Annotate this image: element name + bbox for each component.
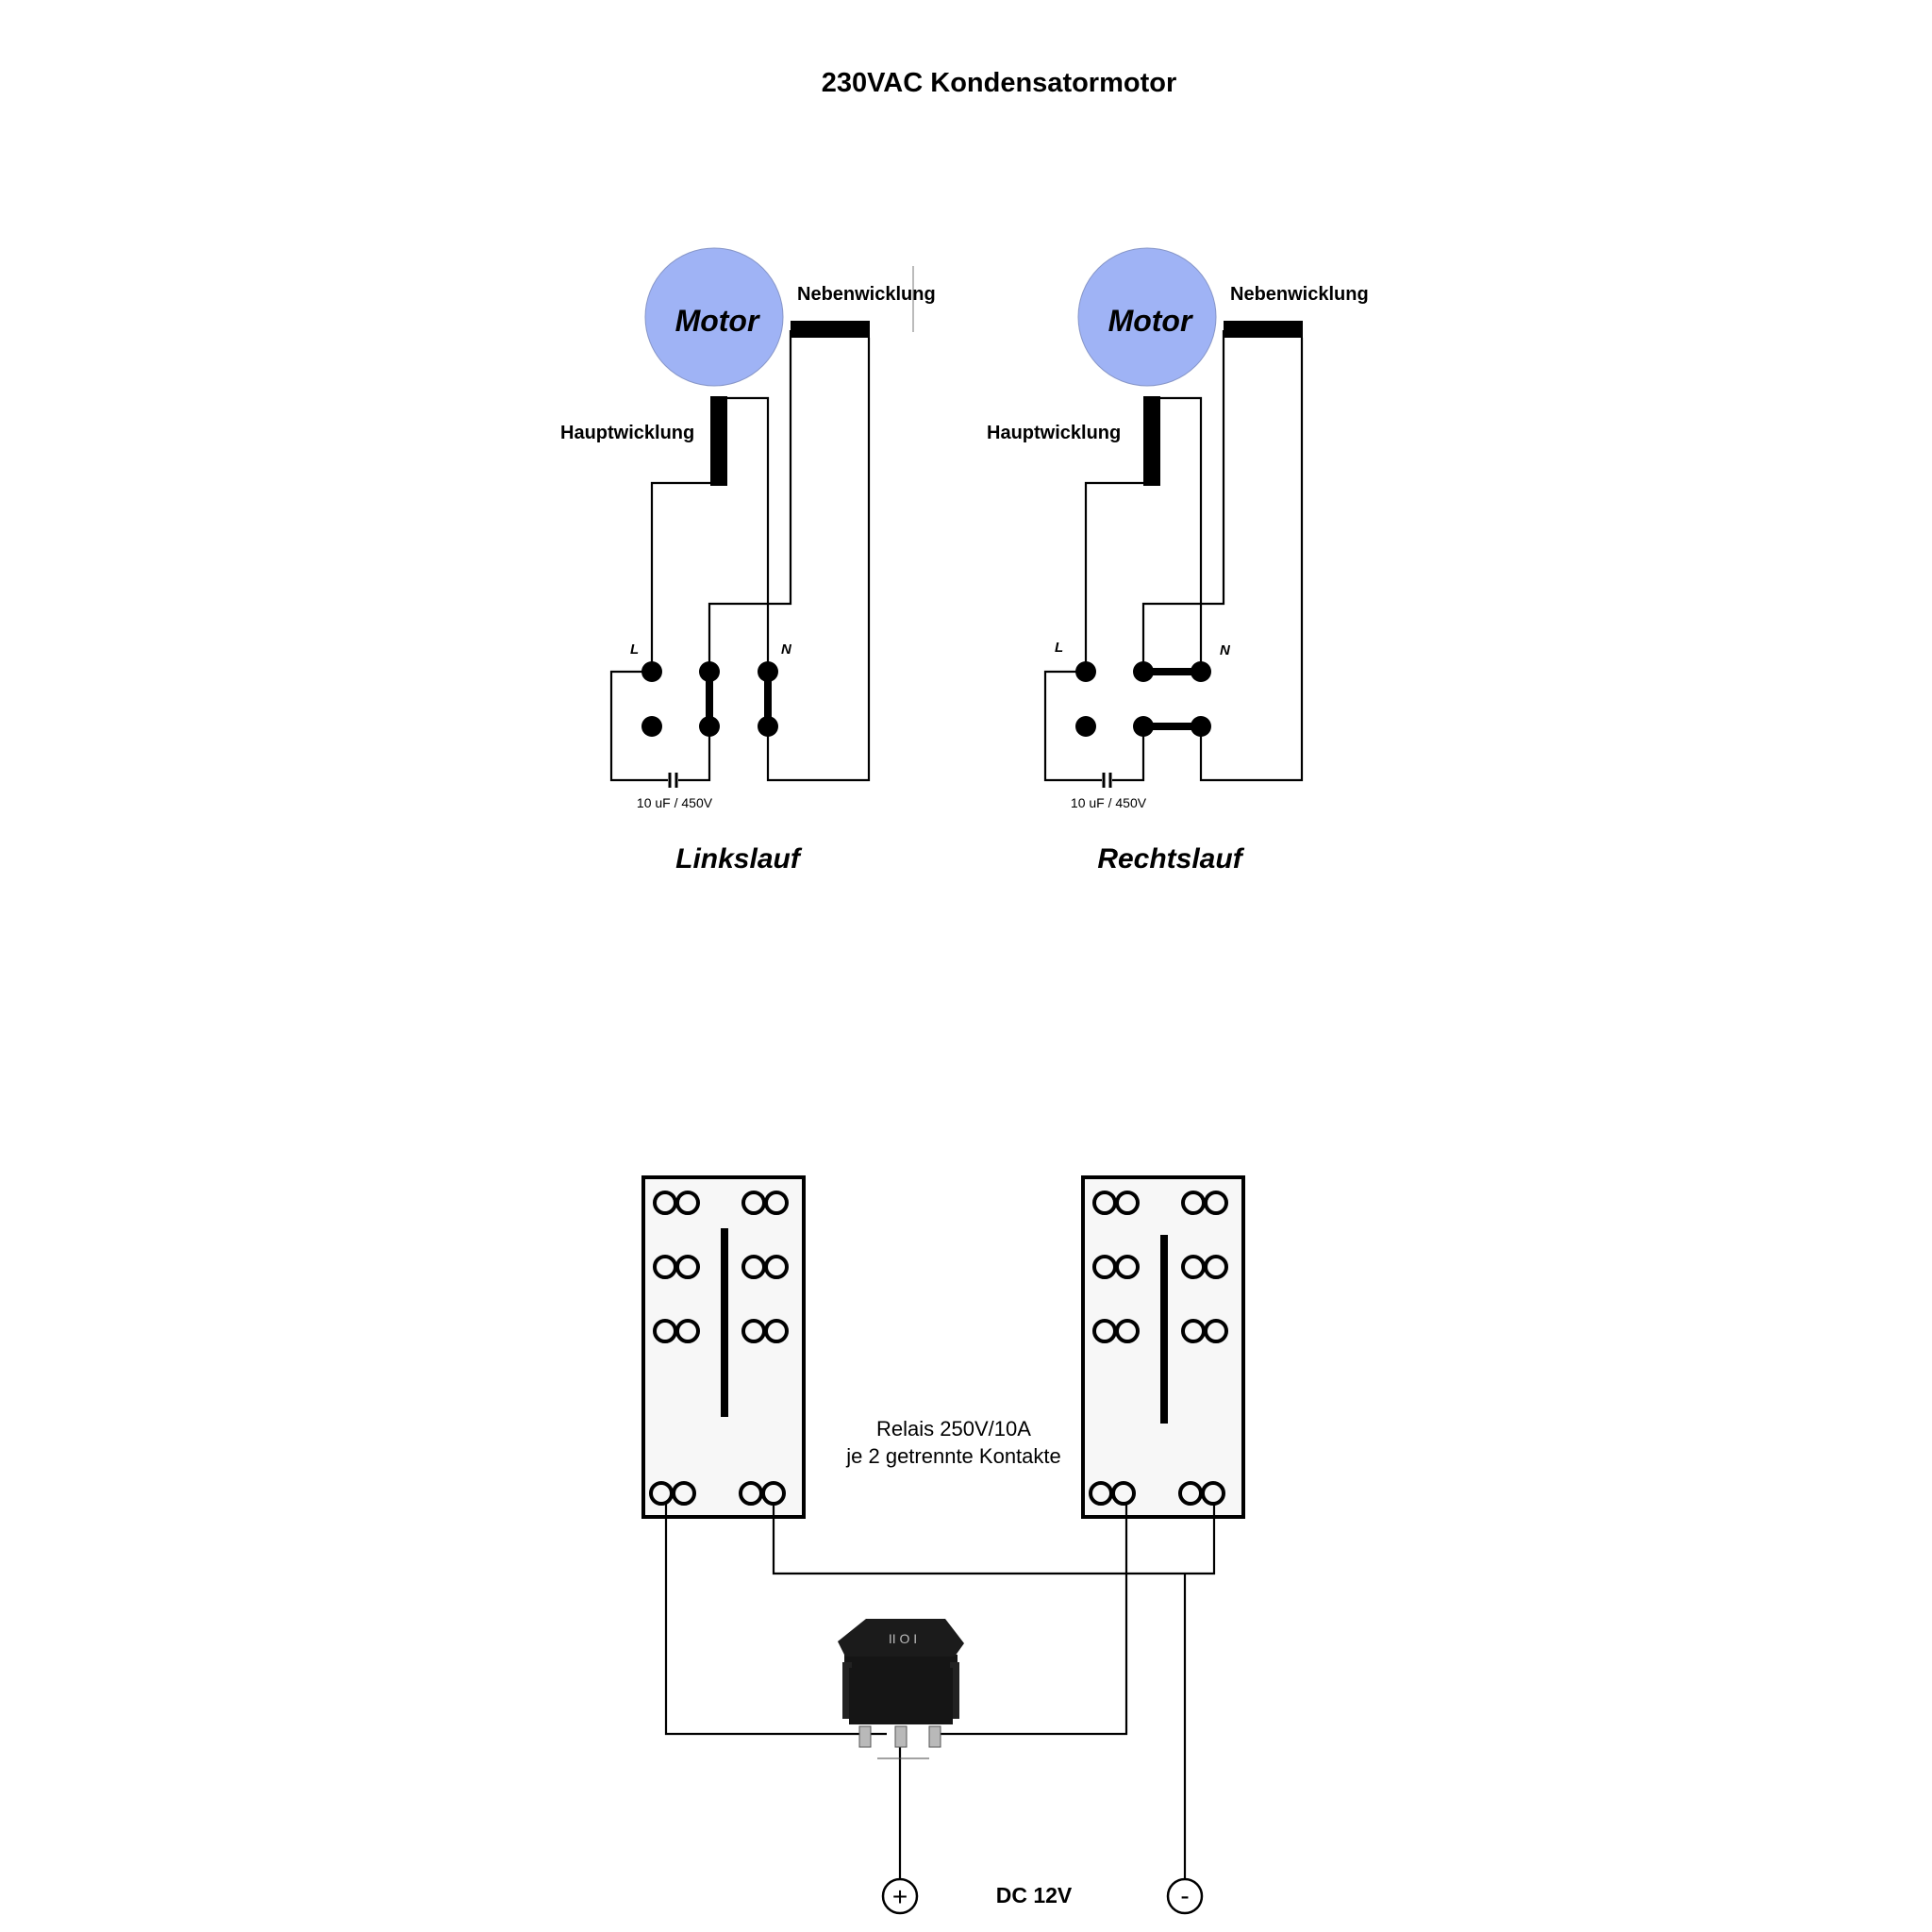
supply-label: DC 12V: [996, 1883, 1073, 1907]
aux-winding-bar: [1224, 321, 1303, 338]
aux-winding-label: Nebenwicklung: [1230, 284, 1369, 305]
negative-terminal-icon: [1166, 1877, 1204, 1915]
wire: [1084, 481, 1145, 672]
main-winding-bar: [710, 396, 727, 486]
terminal: [1075, 716, 1096, 737]
relay-contact: [1204, 1255, 1228, 1279]
terminal: [1191, 716, 1211, 737]
wire: [664, 1503, 887, 1736]
wire: [708, 330, 792, 672]
positive-sign: +: [892, 1882, 908, 1911]
terminal: [641, 716, 662, 737]
terminal-n-label: N: [1220, 642, 1231, 658]
relay-contact: [1115, 1191, 1140, 1215]
capacitor-label: 10 uF / 450V: [1071, 795, 1147, 810]
relay-spec-line2: je 2 getrennte Kontakte: [845, 1444, 1061, 1468]
diagram-rechtslauf: Motor Nebenwicklung Hauptwicklung 10 uF …: [987, 247, 1369, 874]
switch-clip: [950, 1662, 959, 1719]
rocker-switch[interactable]: II O I: [838, 1619, 964, 1759]
main-winding-label: Hauptwicklung: [987, 423, 1121, 443]
relay-contact: [1115, 1255, 1140, 1279]
relay-contact: [1204, 1319, 1228, 1343]
relay-divider: [1160, 1235, 1168, 1424]
switch-pin: [894, 1725, 908, 1748]
relay-left: [641, 1175, 806, 1519]
wire: [1043, 670, 1102, 782]
wire: [1199, 338, 1304, 782]
caption-rechtslauf: Rechtslauf: [1097, 843, 1244, 874]
terminal: [699, 716, 720, 737]
terminal: [641, 661, 662, 682]
terminal: [758, 716, 778, 737]
wire: [930, 1503, 1128, 1736]
motor-circle: [1077, 247, 1217, 387]
aux-winding-label: Nebenwicklung: [797, 284, 936, 305]
relay-spec-line1: Relais 250V/10A: [876, 1417, 1031, 1441]
terminal-l-label: L: [1055, 640, 1063, 656]
wire: [650, 481, 712, 672]
switch-clip: [842, 1662, 852, 1719]
switch-pin: [858, 1725, 872, 1748]
relay-contact: [672, 1481, 696, 1506]
motor-circle: [644, 247, 784, 387]
wire: [1112, 726, 1145, 782]
terminal: [1075, 661, 1096, 682]
capacitor-label: 10 uF / 450V: [637, 795, 713, 810]
relay-contact: [1204, 1191, 1228, 1215]
relay-divider: [721, 1228, 728, 1417]
relay-contact: [675, 1191, 700, 1215]
terminal-l-label: L: [630, 641, 639, 658]
relay-contact: [675, 1255, 700, 1279]
caption-linkslauf: Linkslauf: [675, 843, 803, 874]
motor-label: Motor: [675, 304, 760, 338]
terminal: [1191, 661, 1211, 682]
page-title: 230VAC Kondensatormotor: [822, 68, 1177, 98]
relay-right: [1081, 1175, 1245, 1519]
switch-body: [849, 1668, 953, 1724]
switch-rocker: [838, 1619, 964, 1657]
terminal: [758, 661, 778, 682]
wire: [678, 726, 711, 782]
relay-contact: [675, 1319, 700, 1343]
wire: [1141, 330, 1225, 672]
switch-face-label: II O I: [889, 1631, 917, 1646]
relay-contact: [764, 1191, 789, 1215]
relay-contact: [1115, 1319, 1140, 1343]
main-winding-label: Hauptwicklung: [560, 423, 694, 443]
main-winding-bar: [1143, 396, 1160, 486]
negative-sign: -: [1180, 1881, 1189, 1910]
aux-winding-bar: [791, 321, 870, 338]
diagram-linkslauf: Motor Nebenwicklung Hauptwicklung 10 uF …: [560, 247, 936, 874]
terminal-n-label: N: [781, 641, 792, 658]
positive-terminal-icon: [881, 1877, 919, 1915]
terminal: [699, 661, 720, 682]
relay-contact: [764, 1319, 789, 1343]
terminal: [1133, 716, 1154, 737]
relay-contact: [764, 1255, 789, 1279]
relay-contact: [1111, 1481, 1136, 1506]
wire: [726, 396, 770, 672]
switch-pin: [928, 1725, 941, 1748]
wire: [766, 338, 871, 782]
terminal: [1133, 661, 1154, 682]
motor-label: Motor: [1108, 304, 1193, 338]
wire: [609, 670, 668, 782]
wire: [772, 1503, 1216, 1575]
wire: [1159, 396, 1203, 672]
